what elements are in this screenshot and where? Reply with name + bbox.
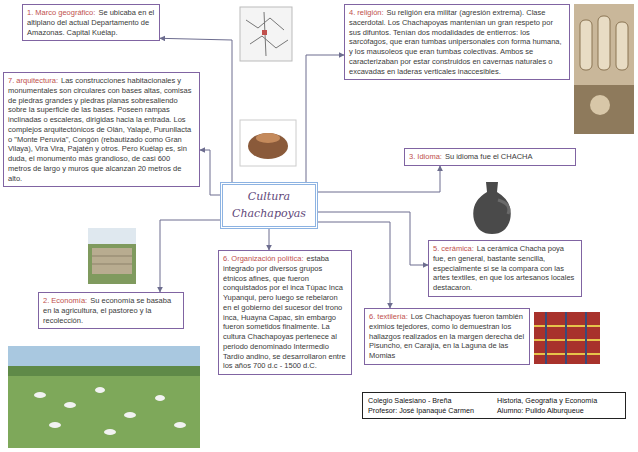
credit-line: Alumno: Pulido Alburqueue: [497, 406, 620, 416]
topic-heading: 5. cerámica:: [433, 244, 474, 253]
credit-line: Colegio Salesiano - Breña: [368, 396, 491, 406]
connector-arrow: [200, 150, 220, 195]
pottery-image: [240, 120, 296, 166]
connector-arrow: [269, 229, 270, 250]
vase-image: [473, 182, 511, 234]
topic-box: 5. cerámica:La cerámica Chacha poya fue,…: [428, 240, 582, 297]
connector-arrow: [306, 55, 344, 182]
topic-box: 1. Marco geográfico:Se ubicaba en el alt…: [22, 4, 160, 41]
topic-box: 6. textilería:Los Chachapoyas fueron tam…: [364, 308, 530, 365]
topic-heading: 1. Marco geográfico:: [27, 8, 95, 17]
topic-heading: 6. textilería:: [369, 312, 408, 321]
topic-box: 4. religión:Su religión era militar (agr…: [344, 4, 570, 80]
topic-text: Las construcciones habitacionales y monu…: [8, 76, 191, 183]
topic-text: Su idioma fue el CHACHA: [445, 152, 533, 161]
connector-arrow: [160, 220, 220, 292]
credit-line: Historia, Geografía y Economía: [497, 396, 620, 406]
topic-heading: 2. Economía:: [43, 296, 87, 305]
textile-photo: [534, 312, 600, 364]
topic-text: estaba integrado por diversos grupos étn…: [223, 254, 346, 370]
topic-box: 7. arquitectura:Las construcciones habit…: [3, 72, 200, 187]
connector-arrow: [318, 166, 440, 192]
topic-heading: 6. Organización política:: [223, 254, 303, 263]
map-image: [240, 7, 292, 61]
topic-text: Su religión era militar (agresión extrem…: [349, 8, 562, 76]
field-photo: [8, 346, 200, 448]
central-title: Cultura Chachapoyas: [229, 189, 309, 222]
topic-box: 6. Organización política:estaba integrad…: [218, 250, 352, 375]
tomb-photo: [574, 4, 634, 134]
topic-box: 2. Economía:Su economía se basaba en la …: [38, 292, 184, 329]
credit-line: Profesor: José Ipanaqué Carmen: [368, 406, 491, 416]
ruins-photo: [88, 228, 136, 284]
central-topic: Cultura Chachapoyas: [220, 182, 318, 229]
topic-heading: 7. arquitectura:: [8, 76, 58, 85]
topic-heading: 3. Idioma:: [409, 152, 442, 161]
topic-heading: 4. religión:: [349, 8, 384, 17]
topic-box: 3. Idioma:Su idioma fue el CHACHA: [404, 148, 576, 166]
credits-box: Colegio Salesiano - Breña Historia, Geogr…: [362, 392, 626, 419]
